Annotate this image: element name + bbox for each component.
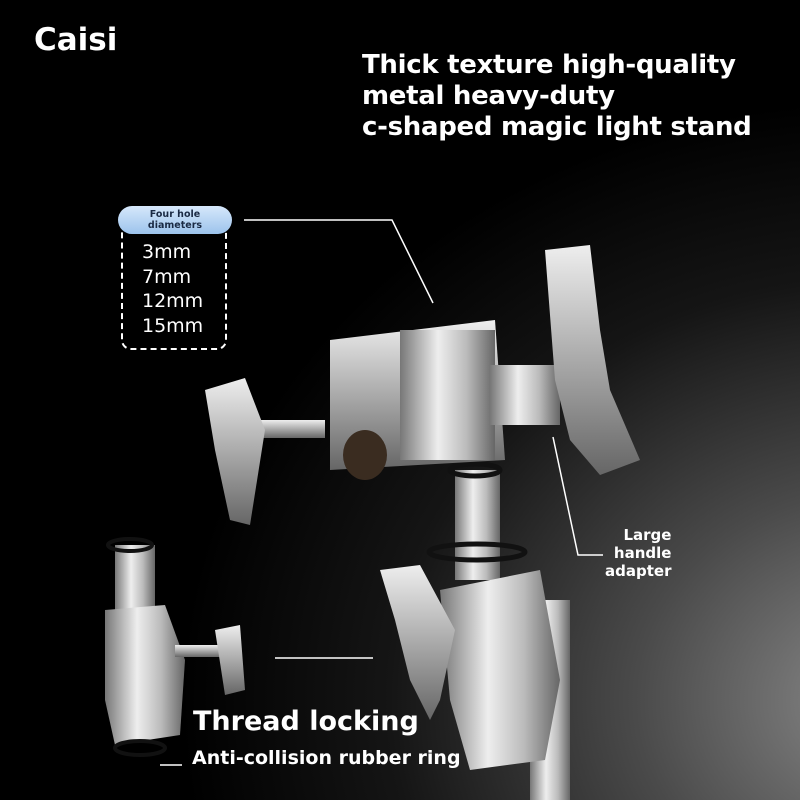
headline-line: Thick texture high-quality: [362, 50, 736, 80]
title-line: Four hole: [149, 209, 201, 220]
small-adapter: [105, 537, 245, 757]
hole-size: 12mm: [142, 290, 204, 312]
hole-sizes-list: 3mm 7mm 12mm 15mm: [142, 240, 203, 338]
headline: Thick texture high-quality metal heavy-d…: [362, 50, 752, 143]
hole-diameters-title: Four hole diameters: [118, 206, 232, 234]
brand-logo: Caisi: [34, 22, 118, 58]
hole-size: 7mm: [142, 265, 192, 288]
hole-size: 3mm: [142, 241, 192, 263]
thread-locking-label: Thread locking: [193, 706, 419, 737]
label-line: Large: [623, 526, 672, 544]
title-line: diameters: [147, 220, 203, 231]
label-line: adapter: [605, 562, 672, 580]
label-line: handle: [613, 544, 672, 562]
headline-line: c-shaped magic light stand: [362, 112, 752, 142]
callout-lines: [160, 219, 603, 766]
handle-adapter-label: Large handle adapter: [605, 526, 671, 580]
rubber-ring-label: Anti-collision rubber ring: [192, 747, 461, 769]
main-clamp: [205, 245, 640, 800]
headline-line: metal heavy-duty: [362, 81, 615, 111]
hole-size: 15mm: [142, 314, 204, 337]
